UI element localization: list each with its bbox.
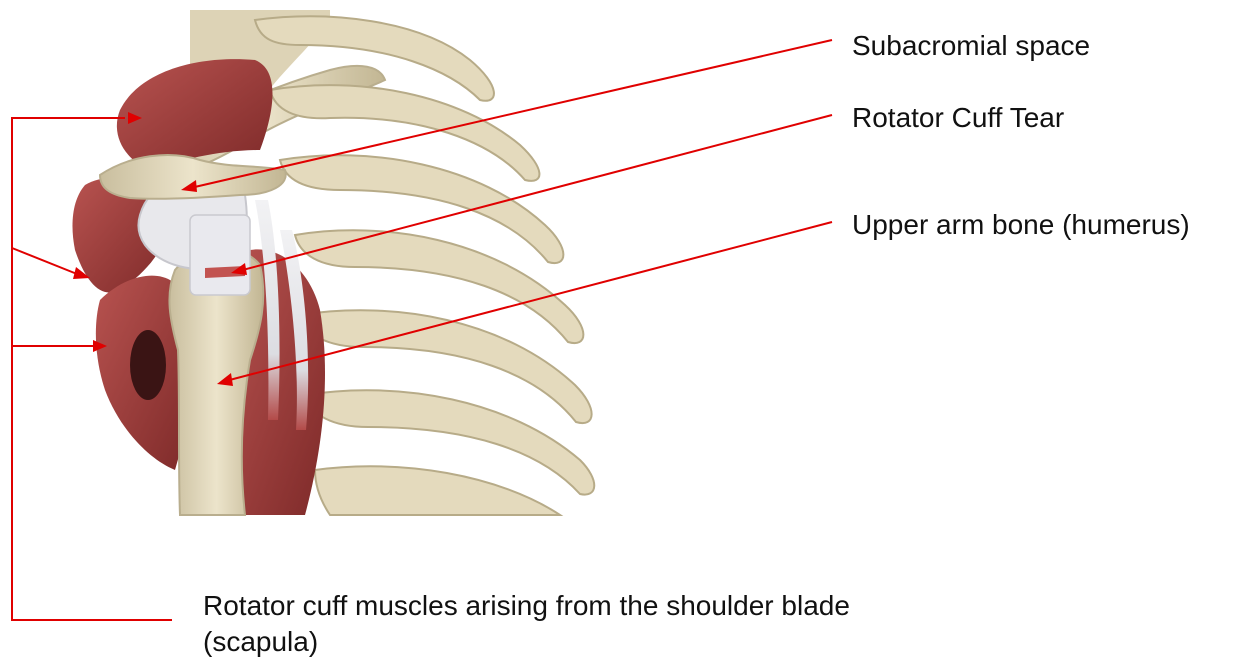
label-subacromial-space: Subacromial space	[852, 29, 1090, 63]
leader-muscle-mid	[12, 248, 77, 274]
rib-7	[315, 466, 560, 515]
torn-tendon	[190, 215, 250, 295]
leader-tear	[235, 115, 832, 272]
supraspinatus-muscle	[117, 59, 273, 170]
acromion	[100, 155, 286, 199]
muscle-shadow	[130, 330, 166, 400]
label-humerus: Upper arm bone (humerus)	[852, 208, 1190, 242]
label-scapula: (scapula)	[203, 625, 318, 658]
label-rotator-cuff-tear: Rotator Cuff Tear	[852, 101, 1064, 135]
label-rotator-cuff-muscles: Rotator cuff muscles arising from the sh…	[203, 589, 850, 623]
